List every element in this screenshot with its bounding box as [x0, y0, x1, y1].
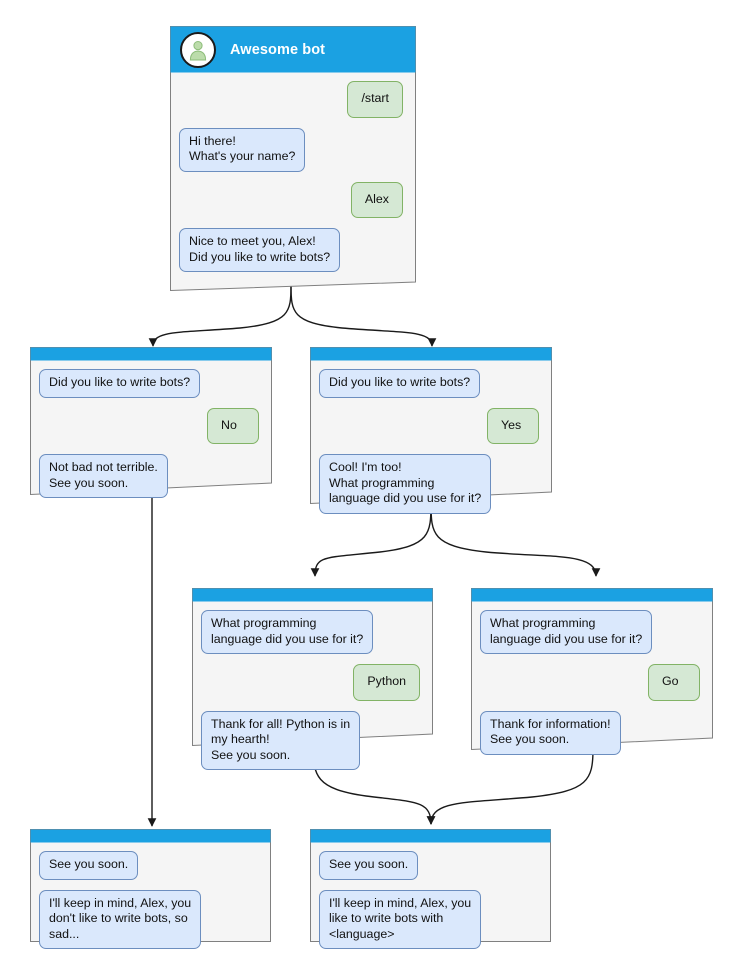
node-go-branch-messages: What programming language did you use fo… [471, 602, 713, 755]
node-no-branch-header [30, 347, 272, 361]
edge-start-to-yes [290, 284, 437, 347]
node-python-branch-messages: What programming language did you use fo… [192, 602, 433, 770]
message-row: Hi there! What's your name? [179, 127, 407, 172]
message-row: No [39, 407, 263, 444]
edge-start-to-no [148, 284, 292, 347]
message-row: Did you like to write bots? [39, 369, 263, 398]
bot-message-bubble[interactable]: Thank for information! See you soon. [480, 710, 621, 755]
bot-message-bubble[interactable]: Hi there! What's your name? [179, 127, 306, 172]
node-end-sad-messages: See you soon. I'll keep in mind, Alex, y… [30, 843, 271, 949]
message-row: I'll keep in mind, Alex, you like to wri… [319, 889, 542, 949]
user-message-bubble[interactable]: /start [347, 81, 403, 118]
bot-message-bubble[interactable]: Did you like to write bots? [319, 369, 481, 398]
bot-message-bubble[interactable]: I'll keep in mind, Alex, you don't like … [39, 889, 202, 949]
bot-message-bubble[interactable]: Did you like to write bots? [39, 369, 201, 398]
user-message-bubble[interactable]: Alex [350, 181, 403, 218]
node-end-sad-header [30, 829, 271, 843]
node-go-branch[interactable]: What programming language did you use fo… [471, 588, 713, 755]
bot-message-bubble[interactable]: See you soon. [319, 851, 419, 880]
node-end-happy-header [310, 829, 551, 843]
message-row: Alex [179, 181, 407, 218]
message-row: I'll keep in mind, Alex, you don't like … [39, 889, 262, 949]
message-row: Cool! I'm too! What programming language… [319, 454, 543, 514]
message-row: Nice to meet you, Alex! Did you like to … [179, 228, 407, 272]
node-yes-branch-messages: Did you like to write bots? Yes Cool! I'… [310, 361, 552, 514]
node-start-header: Awesome bot [170, 26, 416, 73]
node-start[interactable]: Awesome bot /start Hi there! What's your… [170, 26, 416, 291]
message-row: Thank for information! See you soon. [480, 710, 704, 755]
bot-name-label: Awesome bot [230, 41, 326, 58]
user-message-bubble[interactable]: Yes [487, 407, 539, 444]
node-start-messages: /start Hi there! What's your name? Alex … [170, 73, 416, 272]
node-yes-branch-header [310, 347, 552, 361]
message-row: See you soon. [319, 851, 542, 880]
node-end-sad[interactable]: See you soon. I'll keep in mind, Alex, y… [30, 829, 271, 949]
node-no-branch-messages: Did you like to write bots? No Not bad n… [30, 361, 272, 498]
bot-message-bubble[interactable]: Nice to meet you, Alex! Did you like to … [179, 228, 341, 272]
user-message-bubble[interactable]: Go [648, 664, 700, 701]
node-end-happy-messages: See you soon. I'll keep in mind, Alex, y… [310, 843, 551, 949]
bot-message-bubble[interactable]: See you soon. [39, 851, 139, 880]
bot-message-bubble[interactable]: What programming language did you use fo… [201, 610, 374, 654]
message-row: /start [179, 81, 407, 118]
node-end-happy[interactable]: See you soon. I'll keep in mind, Alex, y… [310, 829, 551, 949]
node-python-branch-header [192, 588, 433, 602]
message-row: Go [480, 664, 704, 701]
message-row: Thank for all! Python is in my hearth! S… [201, 710, 424, 770]
bot-message-bubble[interactable]: Not bad not terrible. See you soon. [39, 454, 168, 498]
bot-message-bubble[interactable]: Thank for all! Python is in my hearth! S… [201, 710, 361, 770]
user-message-bubble[interactable]: No [207, 407, 259, 444]
bot-message-bubble[interactable]: I'll keep in mind, Alex, you like to wri… [319, 889, 482, 949]
message-row: What programming language did you use fo… [201, 610, 424, 654]
message-row: Python [201, 664, 424, 701]
node-go-branch-header [471, 588, 713, 602]
bot-message-bubble[interactable]: What programming language did you use fo… [480, 610, 653, 654]
node-yes-branch[interactable]: Did you like to write bots? Yes Cool! I'… [310, 347, 552, 514]
node-no-branch[interactable]: Did you like to write bots? No Not bad n… [30, 347, 272, 498]
message-row: Not bad not terrible. See you soon. [39, 454, 263, 498]
message-row: What programming language did you use fo… [480, 610, 704, 654]
message-row: Yes [319, 407, 543, 444]
message-row: Did you like to write bots? [319, 369, 543, 398]
message-row: See you soon. [39, 851, 262, 880]
person-icon [180, 31, 216, 68]
node-python-branch[interactable]: What programming language did you use fo… [192, 588, 433, 770]
bot-message-bubble[interactable]: Cool! I'm too! What programming language… [319, 454, 492, 514]
user-message-bubble[interactable]: Python [353, 664, 420, 701]
